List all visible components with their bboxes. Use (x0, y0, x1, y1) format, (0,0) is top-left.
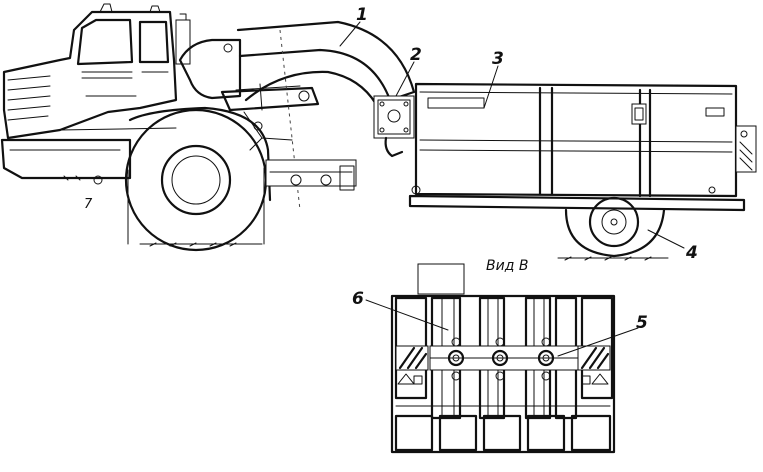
tractor-wheel (124, 106, 272, 252)
label-5: 5 (636, 313, 648, 333)
tractor-frame (0, 138, 132, 185)
label-3: 3 (492, 49, 504, 69)
tractor-cab (2, 3, 191, 140)
ground-lines (139, 242, 669, 261)
label-1: 1 (356, 5, 368, 25)
view-b-bolts (447, 337, 555, 381)
label-6: 6 (352, 289, 364, 309)
gooseneck-arm (236, 20, 416, 211)
label-2: 2 (410, 45, 422, 65)
drive-shaft (265, 159, 357, 191)
leader-lines (339, 21, 685, 357)
label-7: 7 (84, 197, 93, 212)
trailer-wheel (564, 196, 666, 258)
callout-labels: 1 2 3 4 5 6 7 Вид В (84, 5, 698, 333)
view-b-rollers (394, 405, 612, 452)
view-caption: Вид В (486, 258, 528, 274)
trailer-body (408, 82, 757, 212)
label-4: 4 (685, 243, 698, 263)
hydraulic-mechanism (178, 38, 320, 151)
hitch-assembly (373, 95, 415, 158)
side-view (0, 3, 757, 261)
rear-view-b (390, 263, 616, 454)
